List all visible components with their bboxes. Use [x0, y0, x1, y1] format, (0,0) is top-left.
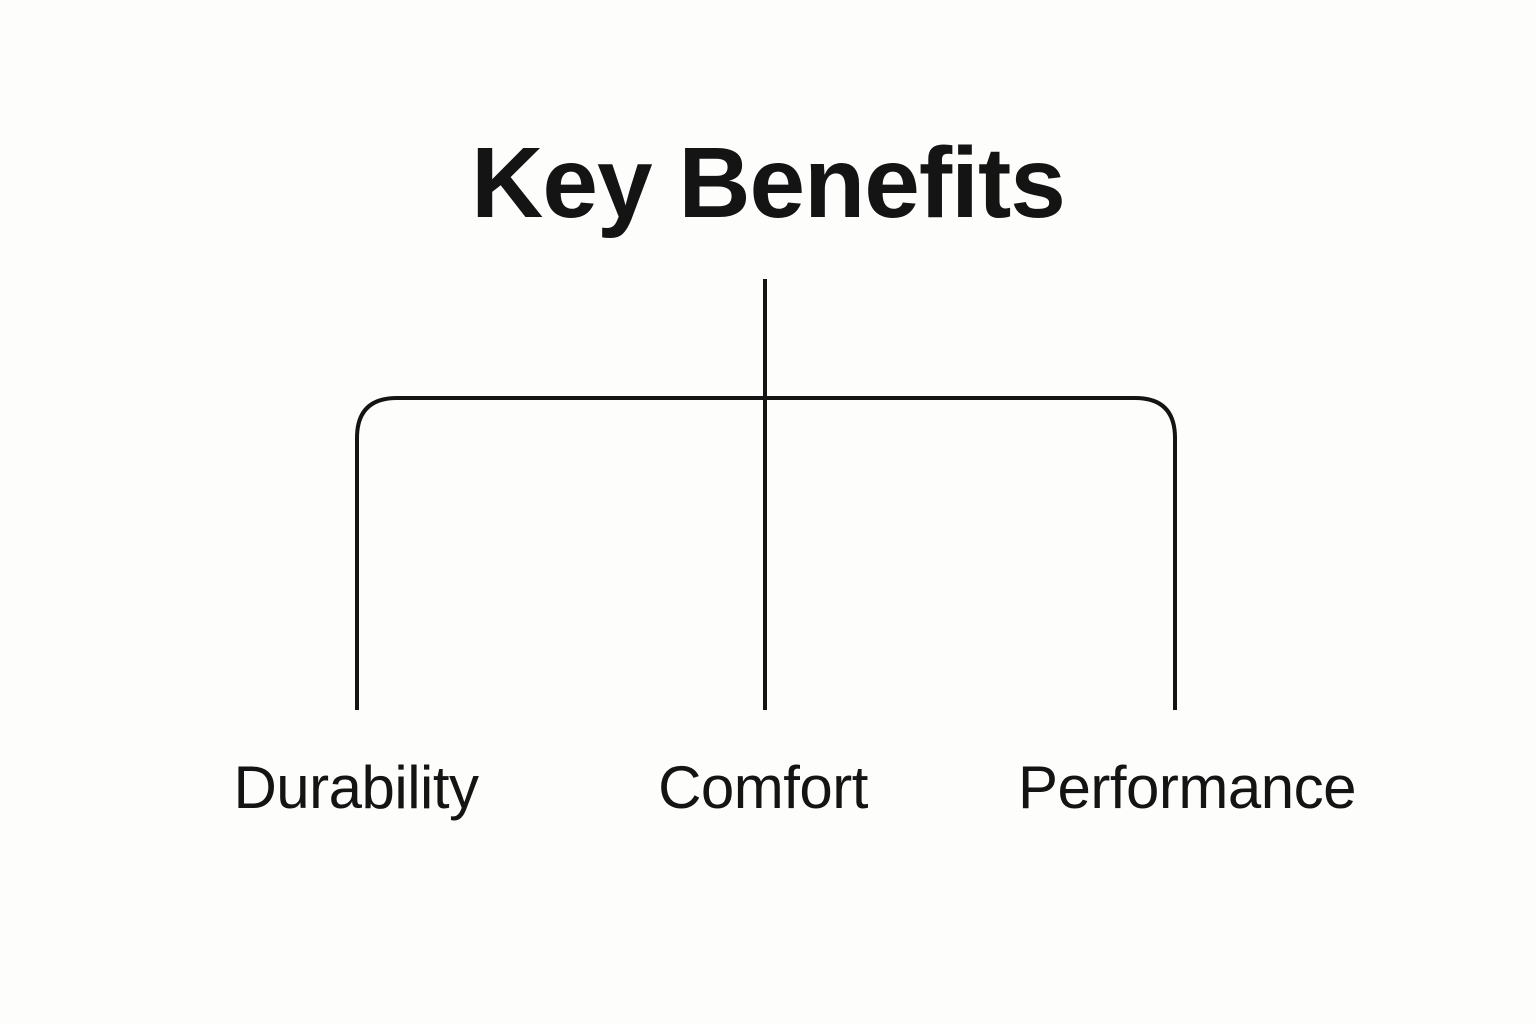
node-durability: Durability — [233, 754, 479, 821]
diagram-title: Key Benefits — [471, 127, 1066, 239]
node-comfort: Comfort — [658, 754, 868, 821]
node-performance: Performance — [1018, 754, 1356, 821]
